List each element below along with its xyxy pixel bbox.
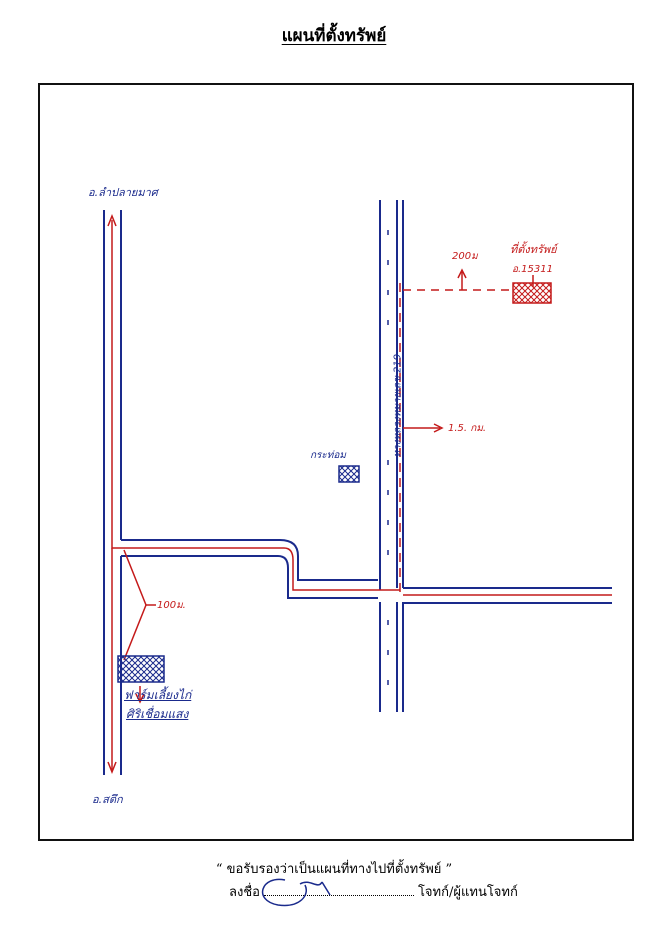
south-road-label: อ.สตึก [92, 793, 123, 806]
sign-prefix: ลงชื่อ [229, 885, 260, 900]
property-box [512, 282, 552, 304]
farm-label-line2: ศิริเชื่อมแสง [126, 707, 189, 721]
right-road [403, 587, 612, 604]
krathom-label: กระท่อม [310, 450, 346, 461]
map-frame [38, 83, 634, 841]
property-label: ที่ตั้งทรัพย์ [510, 243, 557, 256]
north-road-label: อ.ลำปลายมาศ [88, 186, 158, 199]
distance-100-label: 100ม. [157, 600, 186, 611]
farm-box [117, 655, 165, 683]
page-title: แผนที่ตั้งทรัพย์ [281, 26, 387, 46]
route-line [111, 220, 612, 770]
distance-15km-label: 1.5. กม. [448, 423, 487, 434]
certification-text: “ ขอรับรองว่าเป็นแผนที่ทางไปที่ตั้งทรัพย… [215, 862, 453, 877]
highway-label: ทางหลวงหมายเลข 219 [392, 353, 404, 458]
krathom-box [338, 465, 360, 483]
signature-dots [263, 895, 414, 896]
highway-road [379, 200, 404, 712]
sign-role: โจทก์/ผู้แทนโจทก์ [417, 885, 518, 900]
connector-road [121, 539, 378, 599]
property-code-label: อ.15311 [512, 264, 553, 275]
route-arrows [107, 213, 534, 775]
farm-label-line1: ฟาร์มเลี้ยงไก่ [124, 688, 192, 702]
distance-200-label: 200ม [452, 251, 478, 262]
signature-line: ลงชื่อ โจทก์/ผู้แทนโจทก์ [229, 881, 518, 902]
